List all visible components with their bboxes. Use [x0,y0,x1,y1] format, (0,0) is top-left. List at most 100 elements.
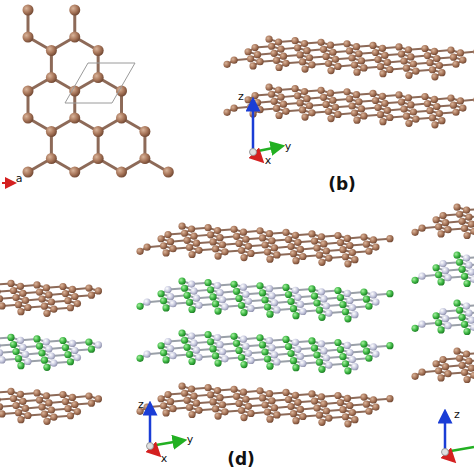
atom [311,237,318,244]
atom [259,234,266,241]
atom [360,288,367,295]
graphene-top-view [23,5,174,178]
atom-layers [0,5,474,428]
carbon-atom [139,126,150,137]
atom [431,121,438,128]
atom [0,295,3,302]
atom [233,393,240,400]
atom [193,400,200,407]
atom [69,340,76,347]
atom [290,305,297,312]
atom [10,395,17,402]
atom [291,37,298,44]
atom [334,111,341,118]
atom [411,325,418,332]
atom [299,106,306,113]
atom [386,395,393,402]
atom [442,315,449,322]
atom [7,388,14,395]
atom [444,370,451,377]
atom [136,355,143,362]
atom [453,348,460,355]
atom [410,108,417,115]
atom [442,219,449,226]
atom [238,247,245,254]
atom [181,230,188,237]
atom [438,117,445,124]
atom [372,243,379,250]
atom [167,345,174,352]
atom [323,354,330,361]
bond-lines [28,10,168,172]
atom [62,290,69,297]
atom [439,260,446,267]
atom [10,341,17,348]
atom [327,115,334,122]
atom [247,55,254,62]
atom [405,120,412,127]
atom [433,55,440,62]
atom [221,248,228,255]
atom [442,267,449,274]
atom [207,391,214,398]
carbon-atom [163,167,174,178]
atom [169,300,176,307]
bond-lines [0,333,98,368]
atom [36,396,43,403]
carbon-atom [23,32,34,43]
atom [294,44,301,51]
atom [458,314,465,321]
atom [421,93,428,100]
atom [405,72,412,79]
atom [195,302,202,309]
atom [266,311,273,318]
atom [435,271,442,278]
atom [195,247,202,254]
atom [369,90,376,97]
atom [463,206,470,213]
atom [273,57,280,64]
axis-label: y [285,141,292,152]
atom [256,106,263,113]
atom [256,227,263,234]
atom [349,356,356,363]
atom [162,304,169,311]
atom [407,53,414,60]
atom [339,246,346,253]
carbon-atom [116,167,127,178]
atom [435,367,442,374]
atom [351,416,358,423]
atom [245,403,252,410]
atom [167,238,174,245]
atom [306,102,313,109]
atom [377,63,384,70]
atom [318,419,325,426]
atom [207,338,214,345]
atom [372,49,379,56]
atom [136,248,143,255]
atom [353,69,360,76]
atom [435,223,442,230]
atom [0,410,6,417]
panel-label: (b) [328,176,356,193]
atom [431,73,438,80]
atom [329,49,336,56]
atom [308,230,315,237]
atom [59,337,66,344]
atom [442,363,449,370]
atom [270,50,277,57]
atom [136,303,143,310]
carbon-atom [93,126,104,137]
atom [346,349,353,356]
hbn-layer [136,278,393,323]
atom [251,44,258,51]
atom [43,284,50,291]
atom [38,296,45,303]
atom [311,344,318,351]
atom [282,229,289,236]
atom [214,387,221,394]
atom [214,252,221,259]
atom [273,251,280,258]
atom [344,420,351,427]
atom [50,305,57,312]
